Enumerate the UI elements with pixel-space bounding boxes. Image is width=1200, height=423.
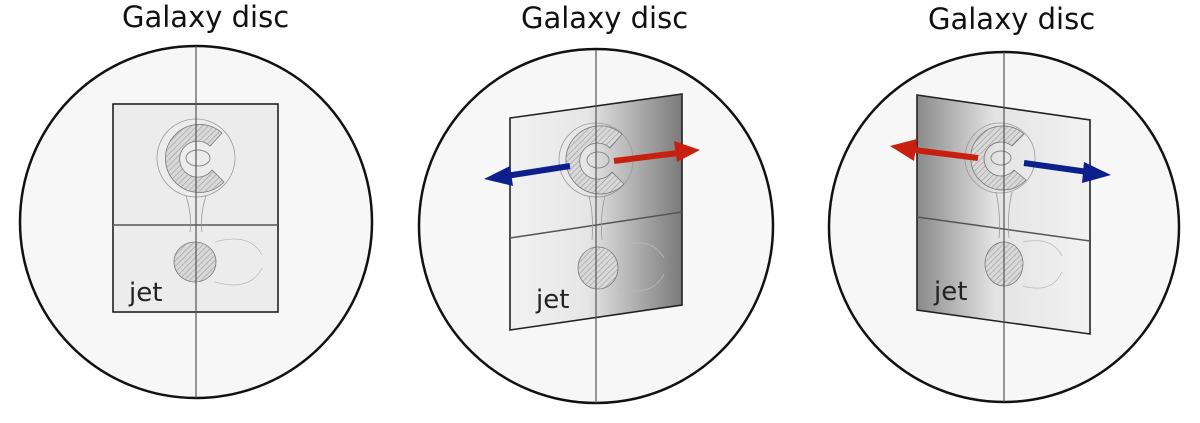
- panel-3: Galaxy disc jet: [800, 0, 1200, 423]
- panel-1: Galaxy disc: [0, 0, 400, 423]
- panel-3-diagram: jet: [827, 50, 1181, 404]
- panel-2-diagram: jet: [417, 47, 775, 405]
- red-arrow: [890, 139, 979, 161]
- blue-arrow: [484, 163, 571, 186]
- panel-1-title: Galaxy disc: [122, 0, 290, 34]
- jet-stem: [995, 191, 1013, 239]
- panel-2-title: Galaxy disc: [521, 1, 689, 35]
- counter-lobe: [577, 242, 665, 292]
- panel-3-title: Galaxy disc: [928, 2, 1096, 36]
- counter-lobe: [173, 238, 263, 286]
- panel-1-diagram: jet: [18, 44, 374, 400]
- jet-stem: [588, 195, 606, 241]
- radio-lobe: [964, 122, 1036, 194]
- panel-2-jet-label: jet: [535, 285, 569, 315]
- blue-arrow: [1023, 160, 1111, 183]
- panel-3-jet-label: jet: [933, 277, 967, 307]
- panel-2: Galaxy disc jet: [400, 0, 800, 423]
- jet-stem: [185, 195, 207, 233]
- red-arrow: [613, 141, 700, 164]
- panel-1-jet-label: jet: [128, 278, 162, 308]
